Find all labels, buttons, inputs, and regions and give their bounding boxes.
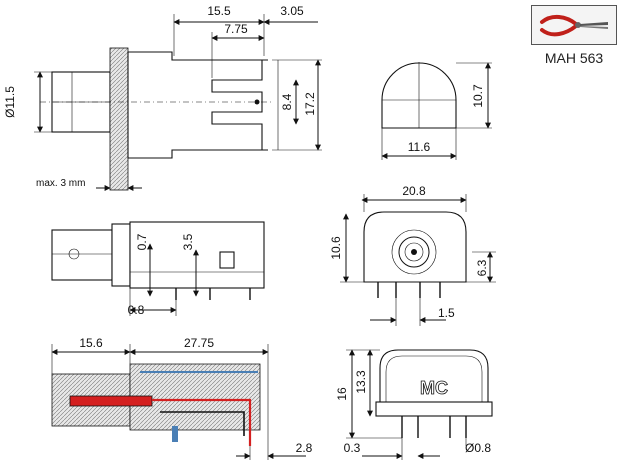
product-thumbnail [531, 5, 617, 45]
dim-round-width: 11.6 [408, 140, 431, 154]
dim-half: 7.75 [224, 22, 248, 36]
rear-view: MC 16 13.3 0.3 Ø0.8 [335, 349, 493, 460]
dim-front-height: 10.6 [329, 236, 343, 260]
side-section-view: 15.5 3.05 7.75 Ø11.5 17.2 8.4 max. 3 mm [3, 4, 322, 191]
dim-tail: 3.05 [280, 4, 304, 18]
dim-front-width: 20.8 [402, 184, 426, 198]
dim-gap: 0.7 [135, 233, 149, 250]
pliers-icon [540, 15, 608, 37]
cross-section-view: 15.6 27.75 2.8 [51, 336, 313, 460]
dim-rear-inner: 13.3 [354, 370, 368, 394]
product-code: MAH 563 [544, 50, 604, 66]
dim-offset: 0.8 [128, 303, 145, 317]
dim-round-height: 10.7 [471, 84, 485, 108]
dim-height: 17.2 [303, 92, 317, 116]
dim-front-center: 6.3 [475, 259, 489, 276]
dim-rear-pin-diameter: Ø0.8 [465, 441, 491, 455]
dim-overall: 15.5 [207, 4, 231, 18]
dim-pin-height: 3.5 [181, 233, 195, 250]
dim-rear-pin-offset: 0.3 [344, 441, 361, 455]
dim-cross-pin: 2.8 [296, 441, 313, 455]
dim-cross-front: 15.6 [79, 336, 103, 350]
dim-panel: max. 3 mm [36, 178, 85, 189]
front-outline-view: 20.8 10.6 6.3 1.5 [329, 184, 496, 326]
dim-inner: 8.4 [280, 93, 294, 110]
rear-logo: MC [420, 378, 448, 398]
dim-cross-length: 27.75 [184, 336, 214, 350]
dim-diameter: Ø11.5 [3, 86, 17, 118]
dim-rear-height: 16 [335, 387, 349, 401]
dim-pitch: 1.5 [438, 306, 455, 320]
front-round-view: 11.6 10.7 [381, 62, 492, 160]
side-outline-view: 0.7 3.5 0.8 [51, 221, 265, 317]
